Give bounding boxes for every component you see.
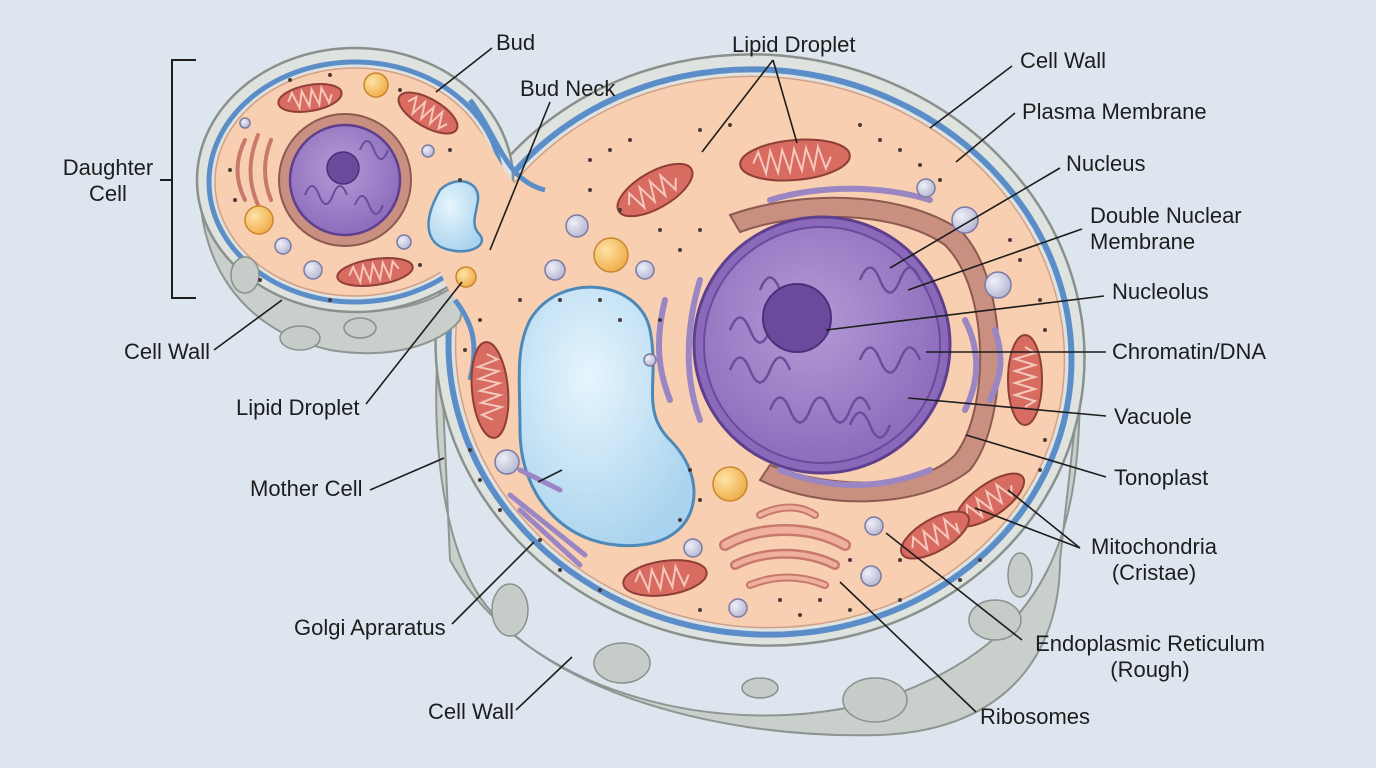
leader-nucleolus <box>825 295 1105 331</box>
daughter-nucleolus <box>326 151 360 185</box>
leader-er <box>885 532 1023 641</box>
label-er-line2: (Rough) <box>1110 657 1190 682</box>
vacuole <box>517 285 696 548</box>
label-double-nuclear-membrane: Double Nuclear Membrane <box>1090 203 1242 255</box>
label-er: Endoplasmic Reticulum (Rough) <box>1030 631 1270 683</box>
mother-cell-wall-side <box>435 329 1081 737</box>
leader-lipid-droplet-top-a <box>701 59 774 153</box>
leader-vacuole <box>907 397 1107 417</box>
lipid-droplet <box>363 72 389 98</box>
label-lipid-droplet-top: Lipid Droplet <box>732 32 856 57</box>
nuclear-envelope-inner <box>703 226 941 464</box>
golgi-cisternae-left <box>507 467 588 568</box>
mitochondria-group <box>277 83 1043 597</box>
mitochondrion <box>277 83 343 113</box>
mitochondrion <box>336 257 414 287</box>
lipid-droplet <box>593 237 629 273</box>
leader-golgi <box>451 541 535 625</box>
leader-ribosomes <box>839 581 977 713</box>
leader-bud-neck <box>489 101 551 251</box>
daughter-nucleus <box>278 113 412 247</box>
er-cisternae <box>656 185 1004 488</box>
wall-pit <box>343 317 377 339</box>
mother-nucleus <box>656 185 1004 503</box>
mitochondrion <box>900 510 970 560</box>
leader-bud <box>435 47 493 93</box>
leader-mother-cell <box>369 457 445 491</box>
leader-lipid-droplet-left <box>365 281 463 405</box>
label-cell-wall-left: Cell Wall <box>124 339 210 364</box>
mitochondrion <box>622 559 708 597</box>
label-nucleolus: Nucleolus <box>1112 279 1209 304</box>
mitochondrion <box>470 341 510 439</box>
label-mother-cell: Mother Cell <box>250 476 363 501</box>
leader-cell-wall-bottom <box>515 656 573 711</box>
leader-plasma-membrane <box>955 112 1016 163</box>
leader-nucleus <box>889 167 1061 269</box>
label-cell-wall-bottom: Cell Wall <box>428 699 514 724</box>
label-bud-neck: Bud Neck <box>520 76 616 101</box>
label-mitochondria-line2: (Cristae) <box>1111 560 1197 585</box>
lipid-droplet <box>244 205 274 235</box>
label-daughter-cell: Daughter Cell <box>56 155 160 207</box>
vesicles <box>239 117 1012 618</box>
wall-pit <box>279 325 321 351</box>
label-double-nuclear-membrane-line2: Membrane <box>1090 229 1196 254</box>
daughter-golgi <box>235 133 273 207</box>
lipid-droplet <box>455 266 477 288</box>
mitochondrion <box>397 91 459 135</box>
label-plasma-membrane: Plasma Membrane <box>1022 99 1207 124</box>
label-ribosomes: Ribosomes <box>980 704 1091 729</box>
leader-cell-wall-left <box>213 299 283 351</box>
wall-pit <box>491 583 529 637</box>
leader-cell-wall-top-right <box>929 65 1013 129</box>
label-bud: Bud <box>496 30 536 55</box>
label-er-line1: Endoplasmic Reticulum <box>1035 631 1265 656</box>
label-daughter-cell-line2: Cell <box>89 181 127 206</box>
golgi-apparatus <box>719 503 851 589</box>
leader-tonoplast <box>965 434 1107 478</box>
label-mitochondria: Mitochondria (Cristae) <box>1086 534 1222 586</box>
label-cell-wall-top-right: Cell Wall <box>1020 48 1106 73</box>
wall-pit <box>741 677 779 699</box>
label-nucleus: Nucleus <box>1066 151 1146 176</box>
leader-lines <box>213 47 1107 713</box>
label-lipid-droplet-left: Lipid Droplet <box>236 395 360 420</box>
wall-pit <box>1007 552 1033 598</box>
leader-mitochondria-b <box>974 507 1081 549</box>
label-daughter-cell-line1: Daughter <box>62 155 154 180</box>
ribosomes <box>228 73 1047 617</box>
label-vacuole: Vacuole <box>1114 404 1192 429</box>
leader-mitochondria-a <box>1007 489 1081 549</box>
label-tonoplast: Tonoplast <box>1114 465 1209 490</box>
mitochondrion <box>739 138 851 182</box>
label-mitochondria-line1: Mitochondria <box>1091 534 1217 559</box>
leader-lipid-droplet-top-b <box>772 59 798 144</box>
wall-pit <box>842 677 908 723</box>
label-double-nuclear-membrane-line1: Double Nuclear <box>1090 203 1242 228</box>
mitochondrion <box>1007 334 1043 426</box>
leader-golgi-2 <box>537 469 563 483</box>
label-chromatin: Chromatin/DNA <box>1112 339 1267 364</box>
daughter-vacuole <box>427 180 484 253</box>
label-golgi: Golgi Apraratus <box>294 615 446 640</box>
lipid-droplet <box>712 466 748 502</box>
daughter-chromatin <box>304 140 389 215</box>
nucleolus <box>762 283 832 353</box>
daughter-cell-bracket <box>160 59 196 299</box>
wall-pit <box>593 642 651 684</box>
leader-double-nuclear-membrane <box>907 228 1083 291</box>
wall-pit <box>230 256 260 294</box>
